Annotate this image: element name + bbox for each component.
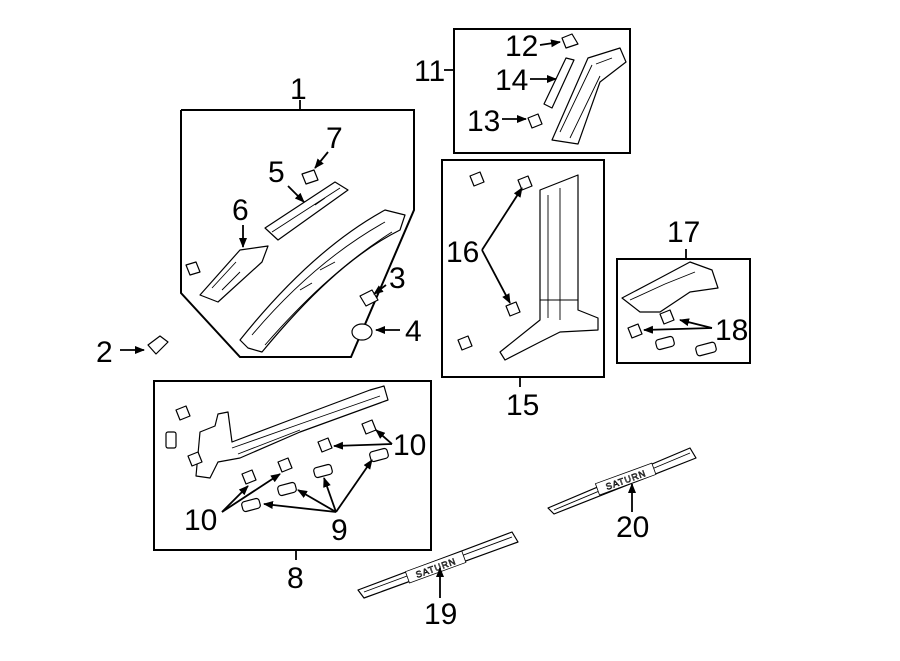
- clip-15-a: [469, 171, 485, 187]
- part-7-clip: [301, 169, 319, 185]
- pad-9-d: [369, 447, 389, 463]
- callout-1: 1: [290, 73, 307, 106]
- part-14-strip: [543, 57, 575, 109]
- callout-14: 14: [495, 64, 528, 97]
- clip-15-d: [457, 335, 473, 351]
- group-box-1: [180, 100, 415, 358]
- callout-6: 6: [232, 194, 249, 227]
- clip-15-b: [517, 175, 533, 191]
- callout-13: 13: [467, 105, 500, 138]
- part-19-sill-plate: SATURN: [357, 531, 519, 599]
- pad-17-b: [695, 341, 717, 357]
- part-15-pillar: [499, 174, 599, 361]
- clip-10-a: [241, 469, 257, 485]
- callout-16: 16: [446, 236, 479, 269]
- callout-10-left: 10: [184, 504, 217, 537]
- group-box-11: [444, 28, 631, 154]
- part-6-trim: [199, 245, 269, 303]
- clip-8-c: [187, 451, 203, 467]
- pad-9-b: [277, 481, 297, 497]
- part-20-sill-plate: SATURN: [547, 447, 697, 515]
- pad-9-c: [313, 463, 333, 479]
- part-2-clip: [147, 335, 169, 355]
- pad-9-a: [241, 497, 261, 513]
- callout-4: 4: [405, 315, 422, 348]
- part-4-plug: [351, 323, 373, 341]
- clip-10-c: [317, 437, 333, 453]
- callout-11: 11: [414, 55, 445, 88]
- clip-8-b: [165, 431, 177, 449]
- clip-left: [185, 261, 201, 276]
- callout-10-right: 10: [393, 429, 426, 462]
- callout-8: 8: [287, 562, 304, 595]
- callout-12: 12: [505, 30, 538, 63]
- callout-15: 15: [506, 389, 539, 422]
- clip-8-a: [175, 405, 191, 421]
- callout-9: 9: [331, 514, 348, 547]
- callout-7: 7: [326, 122, 343, 155]
- clip-10-d: [361, 419, 377, 435]
- part-13-clip: [527, 113, 543, 129]
- callout-17: 17: [667, 216, 700, 249]
- callout-18: 18: [715, 314, 748, 347]
- part-17-trim: [621, 261, 719, 313]
- part-11-pillar: [551, 47, 627, 145]
- pad-17-a: [655, 335, 675, 351]
- part-1-pillar-trim: [239, 209, 406, 353]
- group-box-17: [616, 249, 751, 364]
- group-box-15: [441, 159, 605, 387]
- part-8-rocker-trim: [195, 385, 389, 479]
- clip-15-c: [505, 301, 521, 317]
- clip-18-a: [627, 323, 643, 339]
- group-box-8: [153, 380, 432, 560]
- callout-2: 2: [96, 336, 113, 369]
- part-5-molding: [264, 181, 349, 241]
- callout-19: 19: [424, 598, 457, 631]
- callout-5: 5: [268, 156, 285, 189]
- clip-10-b: [277, 457, 293, 473]
- callout-3: 3: [389, 262, 406, 295]
- part-12-clip: [561, 33, 579, 49]
- clip-18-b: [659, 309, 675, 325]
- callout-20: 20: [616, 511, 649, 544]
